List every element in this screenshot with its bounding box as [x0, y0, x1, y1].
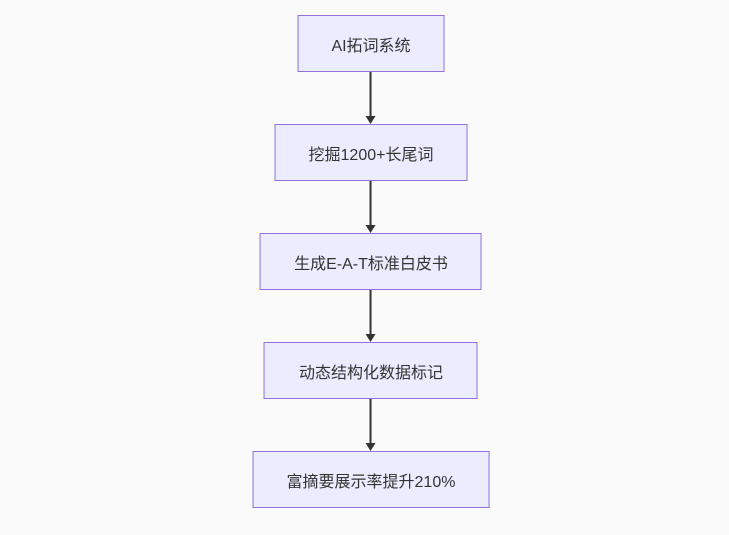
flow-node-label: 动态结构化数据标记	[298, 364, 443, 382]
arrow-down-connector	[366, 399, 376, 451]
arrow-down-connector	[366, 72, 376, 124]
arrow-line	[370, 72, 372, 116]
flow-node-longtail-mining: 挖掘1200+长尾词	[274, 124, 468, 181]
flow-node-rich-snippet-rate: 富摘要展示率提升210%	[252, 451, 490, 508]
flow-node-structured-data-markup: 动态结构化数据标记	[264, 342, 478, 399]
arrowhead-down-icon	[366, 443, 376, 451]
arrowhead-down-icon	[366, 334, 376, 342]
flow-node-ai-keyword-system: AI拓词系统	[297, 15, 445, 72]
flowchart: AI拓词系统 挖掘1200+长尾词 生成E-A-T标准白皮书 动态结构化数据标记…	[252, 15, 490, 508]
arrow-line	[370, 399, 372, 443]
arrowhead-down-icon	[366, 116, 376, 124]
flow-node-label: 生成E-A-T标准白皮书	[294, 255, 448, 273]
arrow-down-connector	[366, 290, 376, 342]
flow-node-label: 挖掘1200+长尾词	[308, 146, 434, 164]
arrow-line	[370, 290, 372, 334]
arrow-line	[370, 181, 372, 225]
flow-node-label: AI拓词系统	[331, 37, 411, 55]
arrowhead-down-icon	[366, 225, 376, 233]
arrow-down-connector	[366, 181, 376, 233]
flow-node-label: 富摘要展示率提升210%	[286, 473, 456, 491]
flow-node-eat-whitepaper: 生成E-A-T标准白皮书	[260, 233, 482, 290]
